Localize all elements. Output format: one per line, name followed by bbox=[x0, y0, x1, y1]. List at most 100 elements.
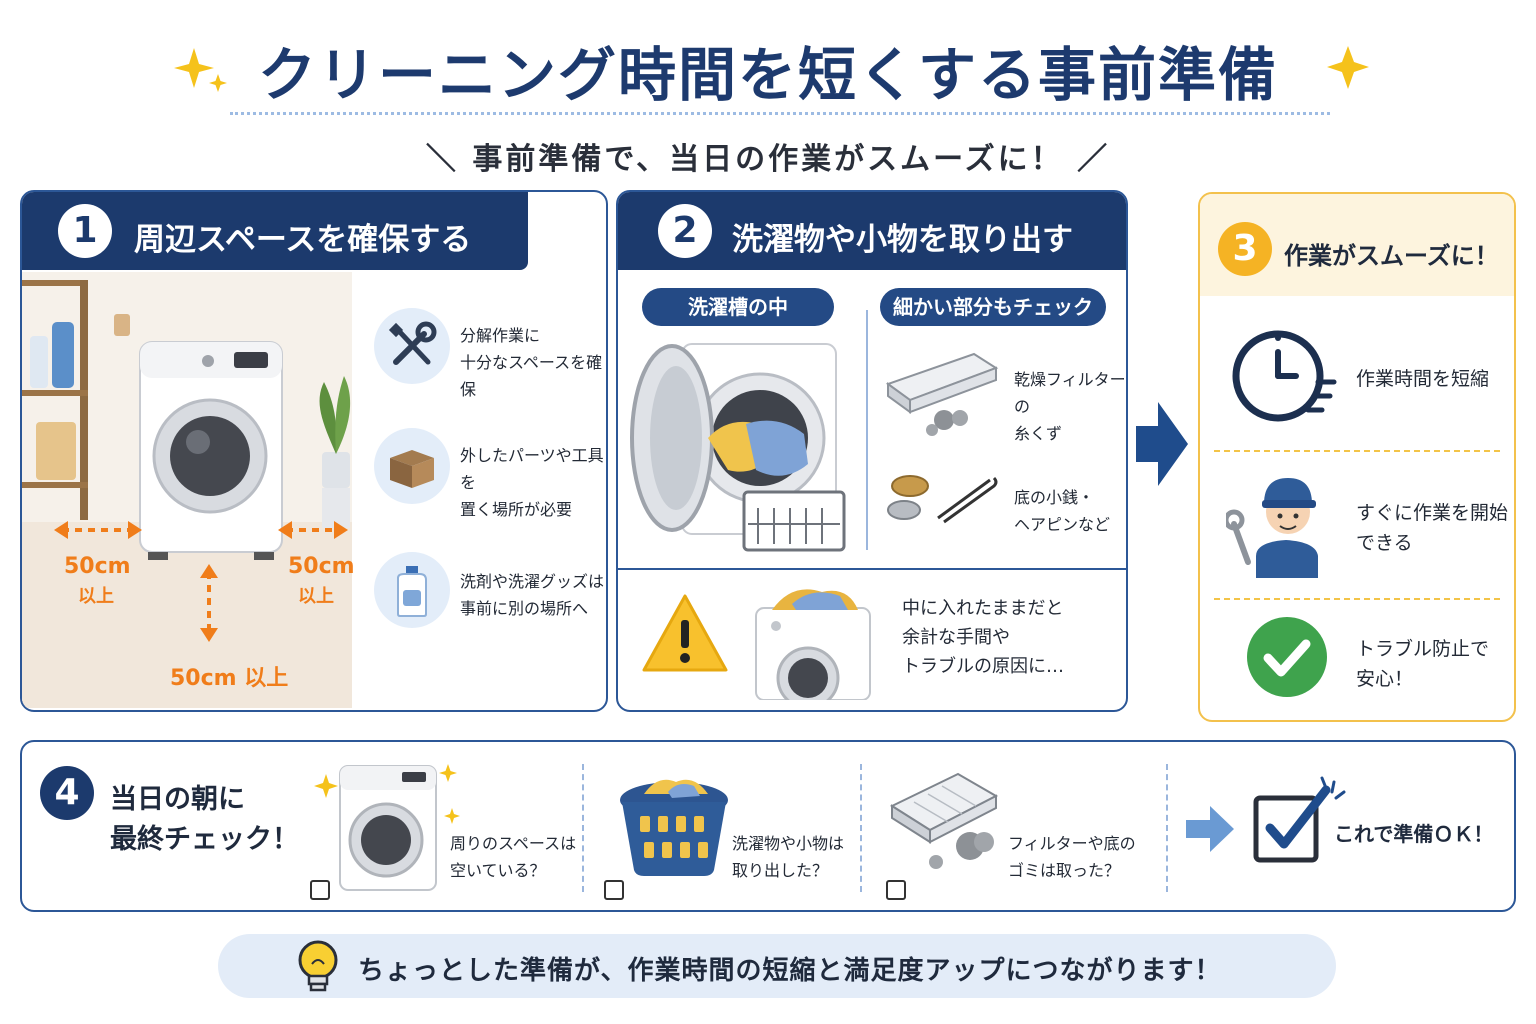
benefit1-text: 作業時間を短縮 bbox=[1356, 364, 1489, 394]
item2-line2: ヘアピンなど bbox=[1014, 515, 1111, 534]
check2-line1: 洗濯物や小物は bbox=[732, 834, 845, 853]
step2-panel: 2 洗濯物や小物を取り出す 洗濯槽の中 細かい部分もチェック 乾燥フィルターの … bbox=[616, 190, 1128, 712]
tip3-icon-bg bbox=[374, 552, 450, 628]
check2-text: 洗濯物や小物は 取り出した？ bbox=[732, 830, 844, 884]
check-circle-icon bbox=[1247, 617, 1327, 697]
footer-text: ちょっとした準備が、作業時間の短縮と満足度アップにつながります！ bbox=[358, 956, 1222, 986]
step2-divider-vertical bbox=[866, 310, 868, 550]
step1-panel: 1 周辺スペースを確保する bbox=[20, 190, 608, 712]
sparkle-icon bbox=[1327, 46, 1369, 89]
step3-header: 3 作業がスムーズに！ bbox=[1200, 194, 1514, 296]
right-distance-value: 50cm bbox=[288, 554, 355, 579]
dryer-filter-icon bbox=[885, 352, 999, 436]
step4-divider-1 bbox=[582, 764, 584, 892]
left-distance-unit: 以上 bbox=[78, 586, 114, 607]
step3-panel: 3 作業がスムーズに！ 作業時間を短縮 すぐに作業を開始 できる トラブル防止で… bbox=[1198, 192, 1516, 722]
box-icon bbox=[390, 450, 434, 488]
item1-line2: 糸くず bbox=[1014, 424, 1063, 443]
tip1-icon-bg bbox=[374, 308, 450, 384]
warning-line1: 中に入れたままだと bbox=[902, 598, 1064, 619]
benefit1-line1: 作業時間を短縮 bbox=[1356, 368, 1490, 390]
benefit3-line2: 安心！ bbox=[1356, 668, 1414, 690]
open-washer-illustration bbox=[630, 343, 846, 552]
step4-title-line1: 当日の朝に bbox=[110, 784, 245, 815]
item2-line1: 底の小銭・ bbox=[1014, 488, 1095, 507]
tip1-line1: 分解作業に bbox=[460, 326, 541, 345]
arrow-right-small-icon bbox=[1186, 806, 1234, 852]
check3-text: フィルターや底の ゴミは取った？ bbox=[1008, 830, 1136, 884]
checkbox-space[interactable] bbox=[310, 880, 330, 900]
laundry-room-illustration: 50cm 以上 50cm 以上 50cm 以上 bbox=[22, 272, 355, 708]
step4-number: 4 bbox=[40, 766, 94, 820]
step1-header: 1 周辺スペースを確保する bbox=[22, 192, 528, 270]
item1-text: 乾燥フィルターの 糸くず bbox=[1014, 366, 1126, 447]
warning-line2: 余計な手間や bbox=[902, 627, 1010, 648]
step3-divider-2 bbox=[1214, 598, 1500, 600]
step3-title: 作業がスムーズに！ bbox=[1284, 242, 1499, 270]
check3-line1: フィルターや底の bbox=[1008, 834, 1136, 853]
benefit3-line1: トラブル防止で bbox=[1356, 638, 1490, 660]
step3-number: 3 bbox=[1218, 222, 1272, 276]
tip1-line2: 十分なスペースを確保 bbox=[460, 353, 603, 399]
ready-text: これで準備ＯＫ！ bbox=[1334, 822, 1494, 846]
detergent-bottle-icon bbox=[397, 566, 427, 617]
step4-panel: 4 当日の朝に 最終チェック！ 周りのスペースは 空いている？ 洗濯物や小 bbox=[20, 740, 1516, 912]
warning-text: 中に入れたままだと 余計な手間や トラブルの原因に… bbox=[902, 594, 1064, 681]
benefit3-text: トラブル防止で 安心！ bbox=[1356, 634, 1489, 694]
check1-line1: 周りのスペースは bbox=[450, 834, 577, 853]
tip3-text: 洗剤や洗濯グッズは 事前に別の場所へ bbox=[460, 568, 604, 622]
step1-title: 周辺スペースを確保する bbox=[134, 222, 472, 258]
step4-title-line2: 最終チェック！ bbox=[110, 824, 299, 855]
warning-icon bbox=[642, 594, 728, 672]
sparkle-icon bbox=[174, 48, 227, 92]
footer-banner: ちょっとした準備が、作業時間の短縮と満足度アップにつながります！ bbox=[218, 934, 1336, 998]
laundry-room-scene bbox=[22, 272, 352, 708]
step1-number: 1 bbox=[58, 204, 112, 258]
tip2-text: 外したパーツや工具を 置く場所が必要 bbox=[460, 442, 606, 523]
check1-text: 周りのスペースは 空いている？ bbox=[450, 830, 576, 884]
benefit2-text: すぐに作業を開始 できる bbox=[1356, 498, 1508, 558]
check3-line2: ゴミは取った？ bbox=[1008, 861, 1121, 880]
washer-with-clothes-icon bbox=[755, 589, 871, 700]
step2-header: 2 洗濯物や小物を取り出す bbox=[618, 192, 1126, 270]
arrow-right-icon bbox=[1136, 402, 1188, 486]
benefit2-line2: できる bbox=[1356, 532, 1413, 554]
page-subtitle: ＼ 事前準備で、当日の作業がスムーズに！ ／ bbox=[425, 142, 1111, 177]
pill-drum-inside: 洗濯槽の中 bbox=[642, 288, 834, 326]
laundry-basket-icon bbox=[620, 779, 728, 876]
step4-divider-2 bbox=[860, 764, 862, 892]
washer-sparkle-icon bbox=[314, 764, 460, 891]
filter-tray-icon bbox=[889, 772, 999, 869]
item1-line1: 乾燥フィルターの bbox=[1014, 370, 1126, 416]
step4-title: 当日の朝に 最終チェック！ bbox=[110, 780, 299, 860]
checkbox-laundry[interactable] bbox=[604, 880, 624, 900]
step3-divider-1 bbox=[1214, 450, 1500, 452]
tip3-line2: 事前に別の場所へ bbox=[460, 599, 589, 618]
tip2-line2: 置く場所が必要 bbox=[460, 500, 573, 519]
checkbox-checked-icon bbox=[1253, 776, 1346, 863]
tip2-line1: 外したパーツや工具を bbox=[460, 446, 604, 492]
worker-icon bbox=[1226, 478, 1318, 578]
clock-icon bbox=[1232, 330, 1337, 422]
step2-title: 洗濯物や小物を取り出す bbox=[732, 222, 1073, 258]
tip2-icon-bg bbox=[374, 428, 450, 504]
right-distance-unit: 以上 bbox=[298, 586, 334, 607]
front-distance: 50cm 以上 bbox=[170, 666, 289, 691]
check1-line2: 空いている？ bbox=[450, 861, 546, 880]
pill-check-details: 細かい部分もチェック bbox=[880, 288, 1106, 326]
step4-divider-3 bbox=[1166, 764, 1168, 892]
step2-number: 2 bbox=[658, 204, 712, 258]
title-divider bbox=[230, 112, 1330, 115]
check2-line2: 取り出した？ bbox=[732, 861, 829, 880]
tools-icon bbox=[388, 321, 437, 365]
step2-divider-horizontal bbox=[618, 568, 1126, 570]
coins-hairpin-icon bbox=[887, 475, 998, 524]
tip1-text: 分解作業に 十分なスペースを確保 bbox=[460, 322, 606, 403]
warning-line3: トラブルの原因に… bbox=[902, 656, 1064, 677]
checkbox-filter[interactable] bbox=[886, 880, 906, 900]
left-distance-value: 50cm bbox=[64, 554, 131, 579]
page-title: クリーニング時間を短くする事前準備 bbox=[257, 41, 1278, 109]
item2-text: 底の小銭・ ヘアピンなど bbox=[1014, 484, 1110, 538]
benefit2-line1: すぐに作業を開始 bbox=[1356, 502, 1509, 524]
lightbulb-icon bbox=[298, 940, 338, 992]
